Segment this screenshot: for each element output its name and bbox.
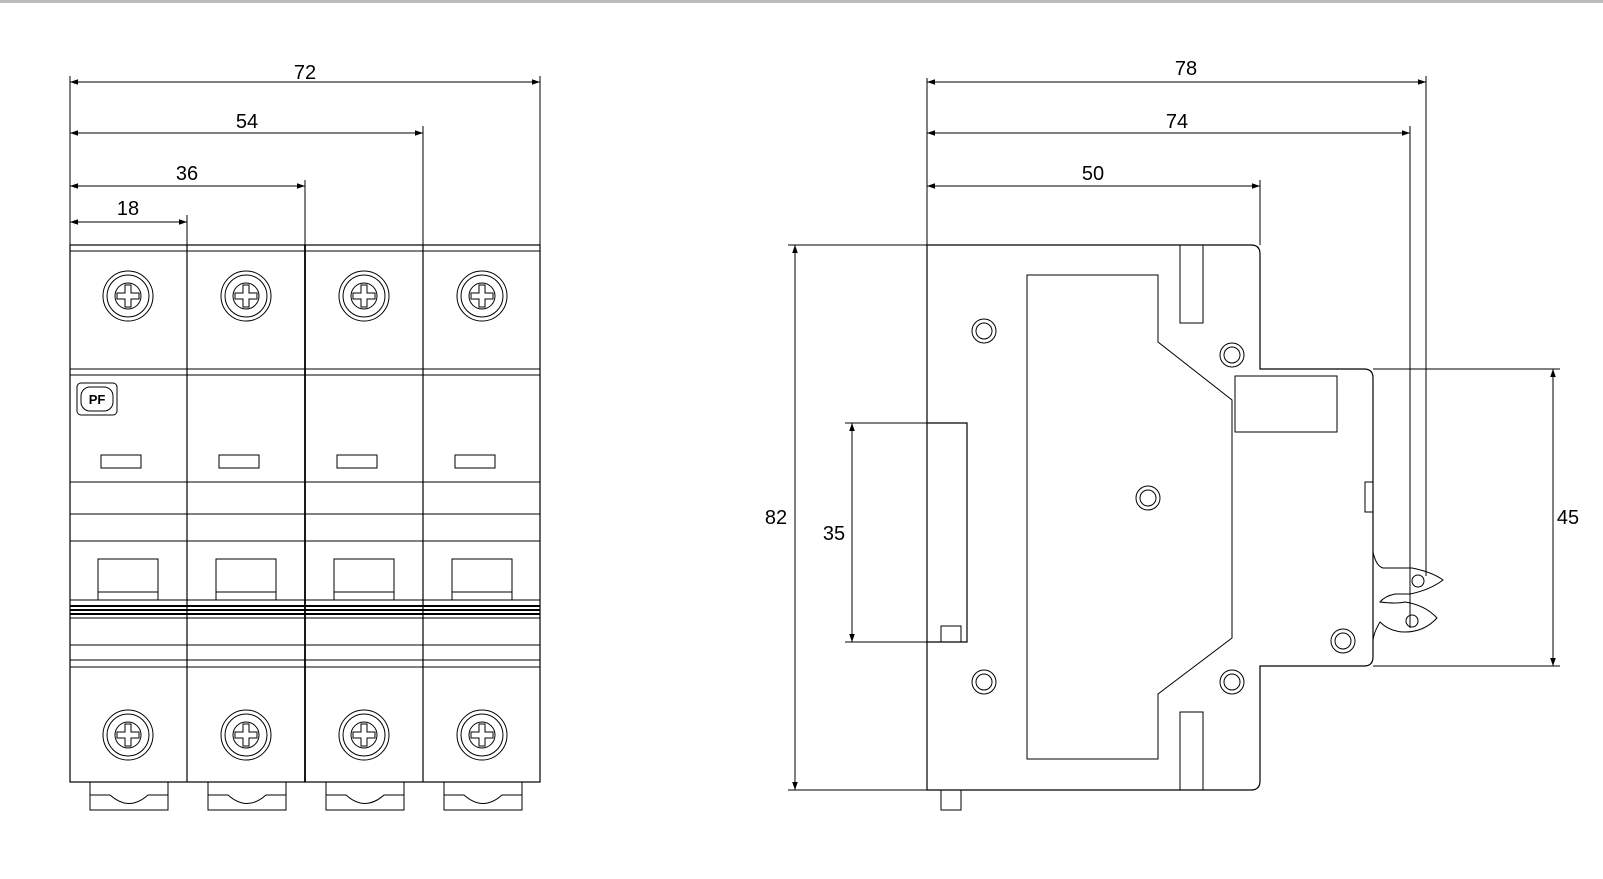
indicator-window xyxy=(100,454,142,469)
label-area xyxy=(1026,274,1233,760)
bottom-tab xyxy=(940,789,962,811)
dimension-depth-74: 74 xyxy=(1166,111,1188,133)
brand-logo-text: PF xyxy=(89,392,106,407)
dimension-din-35: 35 xyxy=(823,523,845,545)
toggle-lever xyxy=(333,558,395,601)
rivet-hole-icon xyxy=(971,318,997,344)
side-view: 78 74 50 82 35 45 xyxy=(765,58,1579,811)
indicator-window xyxy=(454,454,496,469)
top-border xyxy=(0,0,1603,3)
indicator-window xyxy=(336,454,378,469)
terminal-screw-icon xyxy=(456,270,508,322)
terminal-screw-icon xyxy=(338,709,390,761)
handle-lever-icon xyxy=(1372,551,1444,641)
toggle-lever xyxy=(215,558,277,601)
brand-logo: PF xyxy=(76,382,118,416)
rivet-hole-icon xyxy=(1330,628,1356,654)
lever-housing xyxy=(1234,375,1338,433)
dimension-width-72: 72 xyxy=(294,62,316,84)
terminal-screw-icon xyxy=(102,709,154,761)
indicator-window xyxy=(218,454,260,469)
dimension-width-36: 36 xyxy=(176,163,198,185)
side-body-outline xyxy=(926,244,1374,791)
din-clip xyxy=(927,422,968,643)
toggle-lever xyxy=(451,558,513,601)
dimension-depth-50: 50 xyxy=(1082,163,1104,185)
terminal-screw-icon xyxy=(220,709,272,761)
front-view: PF xyxy=(69,62,541,811)
rivet-hole-icon xyxy=(1219,669,1245,695)
dimension-height-45: 45 xyxy=(1557,507,1579,529)
terminal-screw-icon xyxy=(338,270,390,322)
dimension-height-82: 82 xyxy=(765,507,787,529)
toggle-lever xyxy=(97,558,159,601)
terminal-screw-icon xyxy=(102,270,154,322)
terminal-screw-icon xyxy=(456,709,508,761)
terminal-screw-icon xyxy=(220,270,272,322)
dimension-width-54: 54 xyxy=(236,111,258,133)
rivet-hole-icon xyxy=(1135,485,1161,511)
dimension-width-18: 18 xyxy=(117,198,139,220)
dimension-depth-78: 78 xyxy=(1175,58,1197,80)
rivet-hole-icon xyxy=(971,669,997,695)
rivet-hole-icon xyxy=(1219,342,1245,368)
